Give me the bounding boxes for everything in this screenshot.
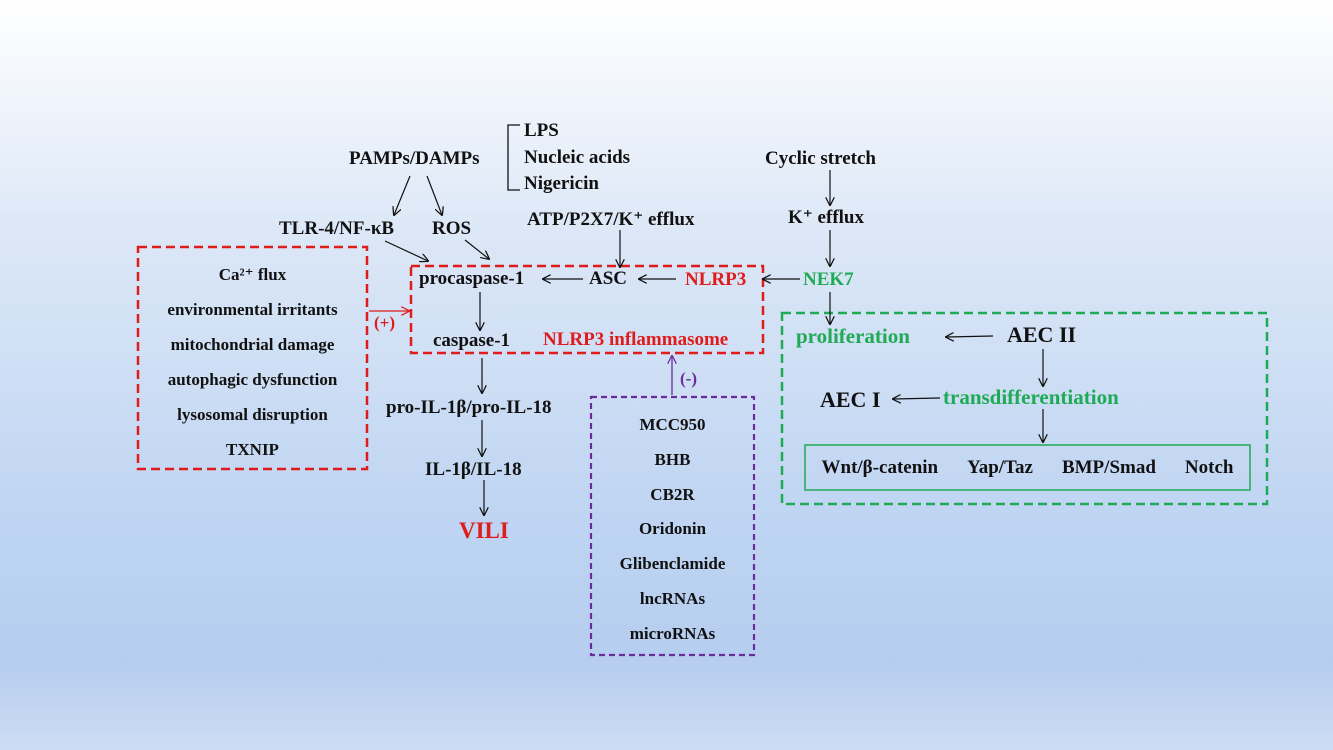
asc-label: ASC xyxy=(589,268,628,289)
nigericin-label: Nigericin xyxy=(524,173,599,194)
procaspase-1-label: procaspase-1 xyxy=(419,268,525,289)
ros-label: ROS xyxy=(432,218,472,239)
pathway-item: BMP/Smad xyxy=(1061,456,1156,478)
inhibitor-item: BHB xyxy=(654,449,691,469)
arrow-ros-to-procaspase xyxy=(464,239,489,259)
sources-bracket xyxy=(507,124,520,191)
arrow-pamps-to-ros xyxy=(426,175,442,215)
il-label: IL-1β/IL-18 xyxy=(425,459,522,480)
pathway-item: Yap/Taz xyxy=(967,456,1033,478)
activators-list: Ca²⁺ flux environmental irritants mitoch… xyxy=(140,266,365,458)
vili-label: VILI xyxy=(459,518,509,543)
arrow-pamps-to-tlr4 xyxy=(394,175,411,215)
inhibitor-item: Oridonin xyxy=(638,519,707,539)
inhibitor-item: CB2R xyxy=(650,484,695,504)
inhibitor-item: Glibenclamide xyxy=(619,554,726,574)
activator-item: autophagic dysfunction xyxy=(167,370,338,389)
pro-il-label: pro-IL-1β/pro-IL-18 xyxy=(386,397,552,418)
aec-ii-label: AEC II xyxy=(1007,322,1077,347)
activator-item: mitochondrial damage xyxy=(170,335,335,354)
proliferation-label: proliferation xyxy=(796,324,910,348)
arrow-transdiff-to-aec1 xyxy=(893,398,941,399)
pathway-item: Notch xyxy=(1184,456,1234,478)
pathway-item: Wnt/β-catenin xyxy=(821,456,939,478)
nek7-label: NEK7 xyxy=(803,269,854,290)
inhibitors-list: MCC950 BHB CB2R Oridonin Glibenclamide l… xyxy=(593,416,752,642)
lps-label: LPS xyxy=(524,120,559,141)
epithelium-box xyxy=(780,311,1269,506)
aec-i-label: AEC I xyxy=(820,387,881,412)
nlrp3-label: NLRP3 xyxy=(685,269,747,290)
inhibitors-box xyxy=(589,395,756,657)
pathways-box xyxy=(804,444,1251,491)
cyclic-stretch-label: Cyclic stretch xyxy=(765,148,876,169)
inflammasome-box xyxy=(409,264,765,355)
activator-item: Ca²⁺ flux xyxy=(218,265,287,284)
inhibition-sign: (-) xyxy=(680,369,697,388)
pamps-damps-label: PAMPs/DAMPs xyxy=(349,148,480,169)
nlrp3-inflammasome-label: NLRP3 inflammasome xyxy=(543,329,729,350)
arrow-aec2-to-proliferation xyxy=(946,336,994,337)
inhibitor-item: lncRNAs xyxy=(639,589,706,609)
pathways-list: Wnt/β-catenin Yap/Taz BMP/Smad Notch xyxy=(807,447,1248,488)
activators-box xyxy=(136,245,369,471)
nucleic-acids-label: Nucleic acids xyxy=(524,147,631,168)
k-efflux-label: K⁺ efflux xyxy=(788,207,864,228)
atp-p2x7-label: ATP/P2X7/K⁺ efflux xyxy=(527,209,695,230)
activation-sign: (+) xyxy=(374,313,396,332)
transdifferentiation-label: transdifferentiation xyxy=(943,385,1119,409)
arrow-tlr4-to-procaspase xyxy=(384,240,428,261)
tlr4-nfkb-label: TLR-4/NF-κB xyxy=(279,218,395,239)
activator-item: lysosomal disruption xyxy=(177,405,328,424)
inhibitor-item: MCC950 xyxy=(639,415,706,434)
inhibitor-item: microRNAs xyxy=(629,623,716,643)
caspase-1-label: caspase-1 xyxy=(433,330,511,351)
activator-item: environmental irritants xyxy=(167,300,338,319)
activator-item: TXNIP xyxy=(226,440,279,459)
